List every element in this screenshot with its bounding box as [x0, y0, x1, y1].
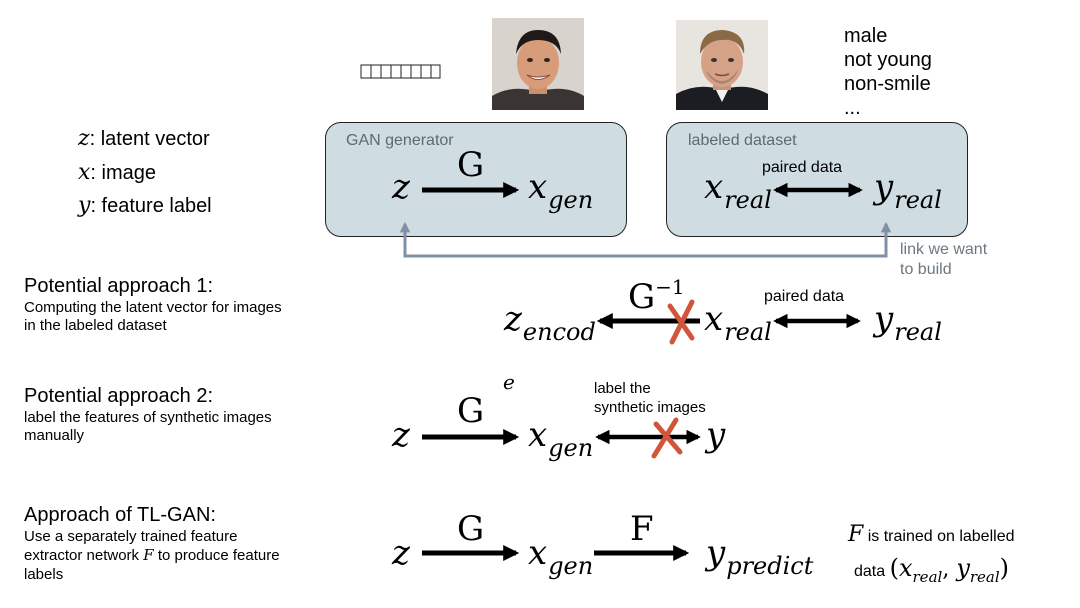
- approach1-heading: Potential approach 1:: [24, 275, 214, 297]
- approach3-line: labels: [24, 565, 64, 583]
- gan-generator-box: [325, 122, 627, 237]
- approach1-G-inverse: G−1: [628, 275, 685, 317]
- attribute-list: male not young non-smile ...: [844, 24, 932, 120]
- approach2-G-label: G: [457, 391, 485, 431]
- approach1-description: Potential approach 1: Computing the late…: [24, 275, 282, 336]
- cross-mark-1: [667, 299, 695, 345]
- approach3-F-label: F: [630, 509, 654, 549]
- latent-vector-cells: [360, 64, 441, 79]
- link-text: link we want to build: [900, 241, 988, 278]
- legend-x: x: image: [78, 160, 157, 185]
- attribute-item: ...: [844, 97, 861, 119]
- approach3-heading: Approach of TL-GAN:: [24, 504, 216, 526]
- approach2-line: manually: [24, 427, 85, 445]
- approach2-line: label the features of synthetic images: [24, 409, 272, 426]
- attribute-item: male: [844, 25, 888, 47]
- approach2-heading: Potential approach 2:: [24, 385, 214, 407]
- approach1-y-real: yreal: [874, 299, 942, 346]
- labeled-dataset-label: labeled dataset: [688, 132, 797, 149]
- generated-face-photo: [492, 18, 584, 110]
- approach1-paired-data: paired data: [764, 288, 845, 305]
- approach3-y-predict: ypredict: [706, 533, 814, 580]
- top-paired-data: paired data: [762, 159, 843, 176]
- legend-y: y: feature label: [78, 193, 212, 218]
- approach1-line: in the labeled dataset: [24, 317, 167, 335]
- approach2-stray-mark: e: [503, 370, 515, 394]
- top-y-real: yreal: [874, 167, 942, 214]
- approach2-x-gen: xgen: [528, 415, 594, 462]
- cross-mark-2: [651, 417, 683, 459]
- attribute-item: not young: [844, 49, 932, 71]
- approach3-x-gen: xgen: [528, 533, 594, 580]
- real-face-photo: [676, 20, 768, 110]
- top-x-gen: xgen: [528, 167, 594, 214]
- approach3-z: z: [392, 533, 410, 573]
- approach3-description: Approach of TL-GAN: Use a separately tra…: [24, 504, 280, 584]
- top-G-label: G: [457, 145, 485, 185]
- link-arrow: [403, 240, 888, 258]
- gan-generator-label: GAN generator: [346, 132, 454, 149]
- labeled-dataset-box: [666, 122, 968, 237]
- top-z: z: [392, 167, 410, 207]
- legend-z: z: latent vector: [78, 126, 210, 151]
- approach2-y: y: [706, 415, 726, 455]
- approach1-x-real: xreal: [704, 299, 772, 346]
- approach1-z-encod: zencod: [504, 299, 596, 346]
- approach3-line: Use a separately trained feature: [24, 528, 238, 545]
- approach3-G-label: G: [457, 509, 485, 549]
- approach2-description: Potential approach 2: label the features…: [24, 385, 272, 446]
- approach1-line: Computing the latent vector for images: [24, 299, 282, 316]
- approach3-note-data: data (xreal, yreal): [854, 554, 1010, 586]
- approach3-note: F is trained on labelled: [848, 522, 1015, 547]
- top-x-real: xreal: [704, 167, 772, 214]
- approach2-label-text: label the synthetic images: [594, 380, 706, 416]
- approach2-z: z: [392, 415, 410, 455]
- attribute-item: non-smile: [844, 73, 931, 95]
- approach3-line: extractor network F to produce feature: [24, 546, 280, 565]
